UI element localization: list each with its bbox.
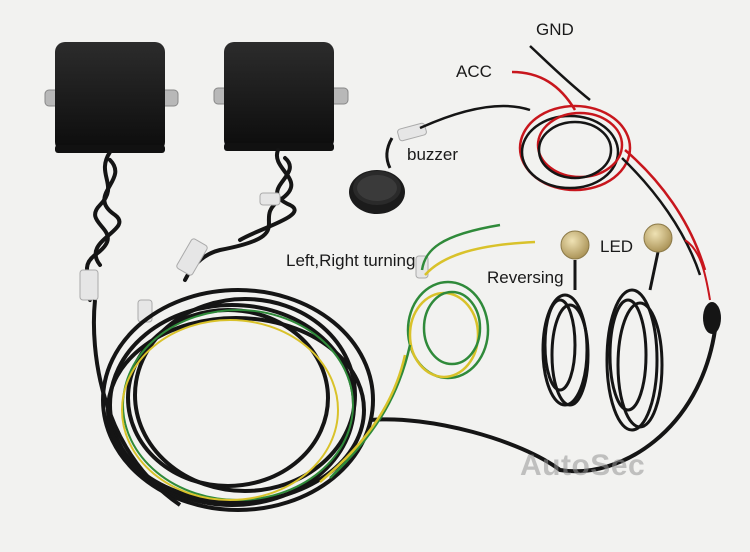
gnd-label: GND xyxy=(536,20,574,39)
main-coil-signal-wires xyxy=(121,309,354,501)
control-box-right xyxy=(213,42,349,151)
led-sensor-left xyxy=(541,230,590,407)
brand-watermark: AutoSec xyxy=(520,449,646,482)
turning-label: Left,Right turning xyxy=(286,251,416,270)
control-box-left xyxy=(44,42,179,153)
signal-wire-coil xyxy=(319,223,536,483)
buzzer-device xyxy=(349,137,405,214)
buzzer-label: buzzer xyxy=(407,145,459,164)
led-sensor-right xyxy=(605,223,721,432)
main-cable-coil xyxy=(91,288,717,512)
box-cables xyxy=(85,148,297,302)
reversing-label: Reversing xyxy=(487,268,564,287)
led-label: LED xyxy=(600,237,634,256)
power-wire-coil xyxy=(419,45,707,276)
acc-label: ACC xyxy=(456,62,492,81)
